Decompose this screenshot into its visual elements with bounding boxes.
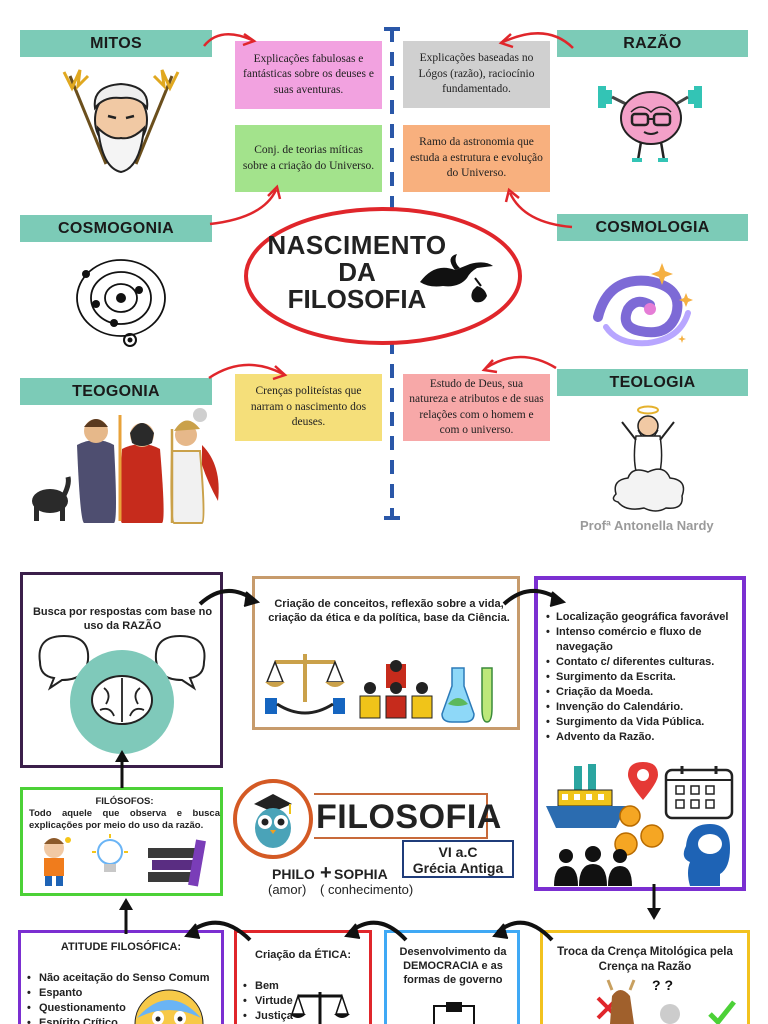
etica-panel: Criação da ÉTICA: Bem Virtude Justiça xyxy=(234,930,372,1024)
title-da: DA xyxy=(338,257,376,287)
cosmogonia-label: COSMOGONIA xyxy=(20,215,212,242)
stork-icon xyxy=(420,254,493,303)
arrow-razao xyxy=(498,32,574,49)
etica-title: Criação da ÉTICA: xyxy=(255,949,351,961)
atitude-item: Não aceitação do Senso Comum xyxy=(27,971,217,986)
sophia-word: SOPHIA xyxy=(334,866,388,882)
lab-flasks-icon xyxy=(441,667,493,723)
owl-badge-icon xyxy=(233,779,313,859)
god-cloud-icon xyxy=(612,405,685,512)
greek-gods-icon xyxy=(32,408,219,524)
crowd-icon xyxy=(554,846,632,886)
atitude-title: ATITUDE FILOSÓFICA: xyxy=(60,941,182,953)
fator-item: Invenção do Calendário. xyxy=(546,700,740,715)
thinking-head-icon xyxy=(683,824,730,886)
location-pin-icon xyxy=(628,762,658,800)
busca-text: Busca por respostas com base no uso da R… xyxy=(32,606,213,632)
small-scales-icon xyxy=(290,992,350,1024)
democracia-text: Desenvolvimento da DEMOCRACIA e as forma… xyxy=(399,946,507,986)
atitude-item: Questionamento xyxy=(27,1001,217,1016)
etica-list: Bem Virtude Justiça xyxy=(243,979,313,1024)
atitude-list: Não aceitação do Senso Comum Espanto Que… xyxy=(27,971,217,1024)
filosofos-title: FILÓSOFOS: xyxy=(95,796,154,807)
coins-icon xyxy=(614,805,664,856)
teogonia-label: TEOGONIA xyxy=(20,378,212,405)
conhecimento-word: ( conhecimento) xyxy=(320,882,414,897)
arrow-teologia xyxy=(481,355,557,374)
troca-panel: Troca da Crença Mitológica pela Crença n… xyxy=(540,930,750,1024)
etica-item: Virtude xyxy=(243,994,313,1009)
atitude-item: Espanto xyxy=(27,986,217,1001)
thinking-brain-icon xyxy=(38,634,206,754)
fator-item: Intenso comércio e fluxo de navegação xyxy=(546,625,740,655)
lightbulb-icon xyxy=(92,834,128,872)
razao-label: RAZÃO xyxy=(557,30,748,57)
title-ellipse xyxy=(244,207,522,345)
democracia-panel: Desenvolvimento da DEMOCRACIA e as forma… xyxy=(384,930,520,1024)
arrow-teogonia xyxy=(208,363,288,381)
mitos-label: MITOS xyxy=(20,30,212,57)
credit: Profª Antonella Nardy xyxy=(580,518,714,533)
svg-text:? ?: ? ? xyxy=(652,977,673,993)
amor-word: (amor) xyxy=(268,882,307,897)
fatores-list: Localização geográfica favorável Intenso… xyxy=(546,610,740,745)
atitude-item: Espírito Crítico xyxy=(27,1016,217,1024)
era-badge: VI a.C Grécia Antiga xyxy=(402,840,514,878)
plus-sign: + xyxy=(320,862,332,884)
fator-item: Surgimento da Escrita. xyxy=(546,670,740,685)
zeus-icon xyxy=(62,69,180,174)
parliament-icon xyxy=(359,660,433,719)
fator-item: Localização geográfica favorável xyxy=(546,610,740,625)
fator-item: Criação da Moeda. xyxy=(546,685,740,700)
teogonia-note: Crenças politeístas que narram o nascime… xyxy=(235,374,382,441)
fator-item: Advento da Razão. xyxy=(546,730,740,745)
teologia-label: TEOLOGIA xyxy=(557,369,748,396)
fator-item: Contato c/ diferentes culturas. xyxy=(546,655,740,670)
brain-weights-icon xyxy=(598,86,702,162)
ship-icon xyxy=(546,764,626,828)
fator-item: Surgimento da Vida Pública. xyxy=(546,715,740,730)
arrow-atitude-up xyxy=(119,898,133,934)
arrow-busca-to-criacao xyxy=(198,588,261,607)
myth-to-reason-icon: ? ? xyxy=(596,977,736,1024)
shocked-face-icon xyxy=(134,989,204,1024)
arrow-filosofos-up xyxy=(115,750,129,788)
arrow-democracia-to-etica xyxy=(344,920,408,942)
arrow-mitos xyxy=(203,32,257,47)
arrow-fatores-down xyxy=(647,884,661,920)
books-icon xyxy=(148,839,206,887)
boy-thinking-icon xyxy=(44,837,71,886)
ballot-box-icon xyxy=(433,1002,475,1024)
cosmologia-label: COSMOLOGIA xyxy=(557,214,748,241)
arrow-cosmogonia xyxy=(209,184,282,226)
era-line1: VI a.C xyxy=(438,844,478,860)
orbits-icon xyxy=(76,259,166,347)
filosofia-title: FILOSOFIA xyxy=(316,798,502,836)
mitos-note: Explicações fabulosas e fantásticas sobr… xyxy=(235,41,382,109)
teologia-note: Estudo de Deus, sua natureza e atributos… xyxy=(403,374,550,441)
etica-item: Bem xyxy=(243,979,313,994)
razao-note: Explicações baseadas no Lógos (razão), r… xyxy=(403,41,550,108)
filosofos-text: Todo aquele que observa e busca explicaç… xyxy=(29,808,220,831)
calendar-icon xyxy=(664,766,734,820)
title-nascimento: NASCIMENTO xyxy=(267,230,447,260)
filosofia-frame xyxy=(314,793,488,839)
title-filosofia: FILOSOFIA xyxy=(287,284,427,314)
arrow-etica-to-atitude xyxy=(184,920,252,942)
criacao-text: Criação de conceitos, reflexão sobre a v… xyxy=(268,598,510,624)
etica-item: Justiça xyxy=(243,1009,313,1024)
cosmologia-note: Ramo da astronomia que estuda a estrutur… xyxy=(403,125,550,192)
arrow-cosmologia xyxy=(504,187,573,229)
scales-hand-icon xyxy=(265,654,345,715)
troca-text: Troca da Crença Mitológica pela Crença n… xyxy=(557,946,733,973)
era-line2: Grécia Antiga xyxy=(412,860,504,876)
galaxy-icon xyxy=(593,263,693,347)
arrow-criacao-to-fatores xyxy=(502,588,567,607)
cosmogonia-note: Conj. de teorias míticas sobre a criação… xyxy=(235,125,382,192)
arrow-troca-to-democracia xyxy=(492,920,554,942)
philo-word: PHILO xyxy=(272,866,315,882)
